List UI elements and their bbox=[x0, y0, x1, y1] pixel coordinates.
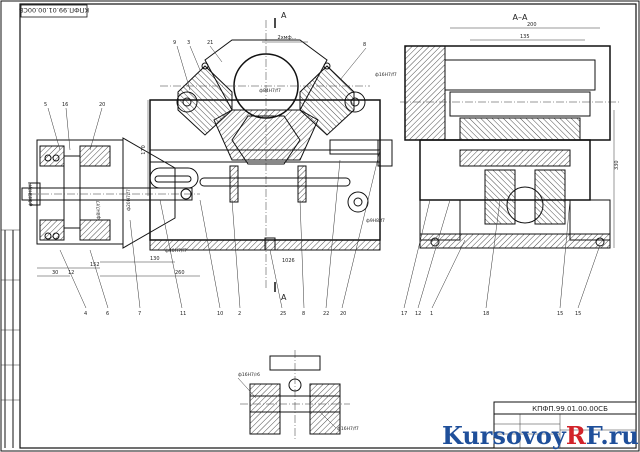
callout-22: 22 bbox=[323, 311, 329, 317]
dim-top-width: 2хмф... bbox=[278, 35, 297, 41]
dim-bottom1: ф16Н7/r6 bbox=[238, 372, 260, 378]
dim-260: 260 bbox=[175, 270, 185, 276]
section-callout-15a: 15 bbox=[557, 311, 563, 317]
watermark-suffix: F.ru bbox=[586, 421, 639, 450]
dim-main: ф84Н7/f7 bbox=[259, 88, 281, 94]
detail-view: ф16Н7/r6 ф16Н7/f7 bbox=[237, 350, 359, 440]
section-label: А–А bbox=[513, 13, 528, 22]
inner-frame bbox=[19, 3, 637, 449]
front-view: А А bbox=[21, 11, 393, 302]
section-callout-17: 17 bbox=[401, 311, 407, 317]
section-mark-top: А bbox=[281, 11, 287, 20]
piston-rod bbox=[21, 187, 193, 201]
section-callout-18: 18 bbox=[483, 311, 489, 317]
callout-20b: 20 bbox=[340, 311, 346, 317]
dim-pin2: ф8Н7/f7 bbox=[96, 200, 102, 219]
dim-130: 130 bbox=[150, 256, 160, 262]
dim-30: 30 bbox=[52, 270, 58, 276]
svg-text:KursovoyRF.ru: KursovoyRF.ru bbox=[442, 421, 639, 450]
callout-4: 4 bbox=[84, 311, 87, 317]
section-callout-15b: 15 bbox=[575, 311, 581, 317]
callout-2: 2 bbox=[238, 311, 241, 317]
callout-8-top: 8 bbox=[363, 42, 366, 48]
callout-25: 25 bbox=[280, 311, 286, 317]
dim-1026: 1026 bbox=[282, 258, 295, 264]
dim-12: 12 bbox=[68, 270, 74, 276]
dim-mid: ф9Н8/f7 bbox=[366, 218, 385, 224]
callout-6: 6 bbox=[106, 311, 109, 317]
dim-330: 330 bbox=[614, 160, 620, 170]
dim-135: 135 bbox=[520, 34, 530, 40]
dim-height-left: 170 bbox=[141, 145, 147, 155]
site-watermark: KursovoyRF.ru bbox=[442, 421, 639, 450]
callout-3: 3 bbox=[187, 40, 190, 46]
section-view: А–А 200 135 330 17 12 1 18 15 15 bbox=[400, 13, 620, 317]
callout-5: 5 bbox=[44, 102, 47, 108]
watermark-highlight: R bbox=[566, 421, 587, 450]
margin-strip bbox=[1, 229, 20, 448]
title-code: КПФП.99.01.00.00СБ bbox=[532, 405, 608, 413]
callout-10: 10 bbox=[217, 311, 223, 317]
callout-11: 11 bbox=[180, 311, 186, 317]
callout-8: 8 bbox=[302, 311, 305, 317]
section-callout-12: 12 bbox=[415, 311, 421, 317]
drawing-code-rotated: КПФП.99.01.00.00СБ bbox=[19, 6, 89, 14]
title-block: КПФП.99.01.00.00СБ bbox=[493, 401, 637, 449]
callout-20: 20 bbox=[99, 102, 105, 108]
dim-bottom2: ф16Н7/f7 bbox=[337, 426, 359, 432]
callout-21: 21 bbox=[207, 40, 213, 46]
dim-shaft: ф40Н7/f7 bbox=[165, 248, 187, 254]
dim-pin: ф20Н7/f7 bbox=[126, 189, 132, 211]
callout-9: 9 bbox=[173, 40, 176, 46]
code-box-rotated bbox=[20, 4, 88, 18]
callout-16: 16 bbox=[62, 102, 68, 108]
dim-left: ф145Н7/f7 bbox=[28, 182, 34, 207]
dim-right-pin: ф16Н7/f7 bbox=[375, 72, 397, 78]
front-callouts: 5 16 20 9 3 21 8 4 6 7 11 10 2 25 8 22 2… bbox=[44, 40, 381, 317]
section-callout-1: 1 bbox=[430, 311, 433, 317]
watermark-name: Kursovoy bbox=[442, 421, 567, 450]
callout-7: 7 bbox=[138, 311, 141, 317]
dim-200: 200 bbox=[527, 22, 537, 28]
section-mark-bottom: А bbox=[281, 293, 287, 302]
